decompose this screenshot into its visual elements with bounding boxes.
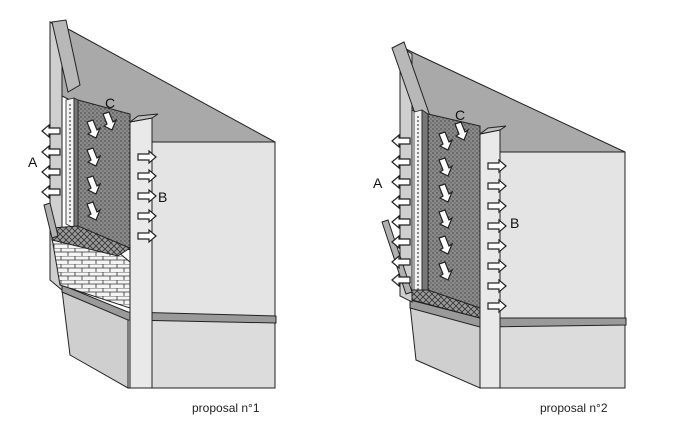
label-a: A (373, 175, 383, 191)
label-c: C (105, 95, 115, 111)
top-post (51, 19, 81, 93)
label-b: B (158, 189, 167, 205)
figure-proposal-2: A B C proposal n°2 (373, 41, 627, 415)
left-wall (399, 45, 413, 303)
insulation-panel (77, 99, 131, 251)
label-a: A (28, 154, 38, 170)
label-b: B (510, 215, 519, 231)
base-wall-right (479, 324, 626, 389)
insulation-panel (427, 113, 481, 319)
caption: proposal n°1 (192, 401, 260, 415)
ledge (61, 284, 277, 324)
label-c: C (455, 107, 465, 123)
caption: proposal n°2 (540, 401, 608, 415)
figure-proposal-1: A B C proposal n°1 (28, 19, 277, 415)
